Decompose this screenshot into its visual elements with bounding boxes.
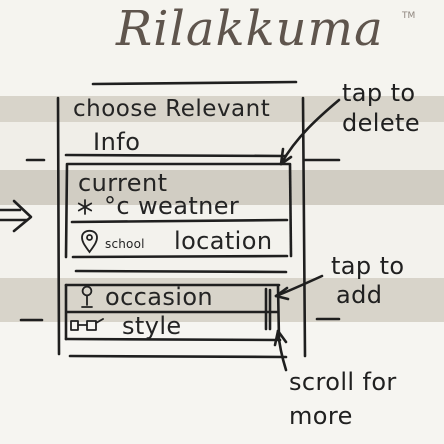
scroll-annotation-line-1: scroll for bbox=[289, 368, 397, 396]
add-annotation-line-2: add bbox=[336, 281, 383, 309]
delete-annotation-line-2: delete bbox=[342, 109, 421, 137]
card-heading-line-2: Info bbox=[93, 128, 141, 156]
upper-list-right-border bbox=[288, 162, 293, 258]
delete-annotation-line-1: tap to bbox=[342, 79, 416, 107]
glasses-icon bbox=[70, 318, 104, 331]
weather-info-item[interactable]: °c weatner bbox=[76, 194, 292, 223]
brand-logo: Rilakkuma TM bbox=[116, 5, 420, 67]
location-label: location bbox=[174, 227, 273, 255]
style-info-item[interactable]: style bbox=[70, 314, 258, 339]
upper-list-row-divider bbox=[70, 218, 289, 224]
card-left-border bbox=[56, 96, 61, 356]
delete-arrow-head bbox=[279, 147, 293, 166]
upper-list-left-border bbox=[64, 162, 69, 259]
weather-label: °c weatner bbox=[104, 192, 240, 220]
card-bottom-border bbox=[68, 354, 288, 359]
heading-divider bbox=[64, 153, 287, 158]
add-arrow-head bbox=[274, 286, 290, 301]
occasion-info-item[interactable]: occasion bbox=[79, 284, 259, 311]
current-info-item[interactable]: current bbox=[78, 171, 282, 195]
scroll-arrow-head bbox=[273, 329, 288, 347]
list-separator bbox=[74, 269, 288, 274]
person-icon bbox=[81, 285, 93, 308]
lower-list-bottom-border bbox=[64, 337, 282, 342]
delete-arrow bbox=[279, 98, 341, 166]
card-top-border bbox=[91, 80, 298, 86]
location-pin-icon bbox=[81, 229, 98, 254]
location-info-item[interactable]: school location bbox=[79, 229, 285, 256]
card-right-border bbox=[301, 96, 307, 358]
upper-list-bottom-border bbox=[71, 254, 289, 259]
add-annotation-line-1: tap to bbox=[331, 252, 405, 280]
location-small-label: school bbox=[105, 237, 145, 251]
scroll-annotation-line-2: more bbox=[289, 402, 353, 430]
brand-name: Rilakkuma bbox=[116, 1, 384, 57]
brand-mark: TM bbox=[402, 11, 416, 21]
asterisk-icon bbox=[77, 199, 93, 215]
style-label: style bbox=[122, 312, 182, 340]
current-label: current bbox=[78, 169, 168, 197]
add-arrow bbox=[274, 274, 324, 298]
left-arrow-head bbox=[12, 199, 33, 233]
card-heading-line-1: choose Relevant bbox=[73, 96, 271, 122]
occasion-label: occasion bbox=[105, 283, 214, 311]
